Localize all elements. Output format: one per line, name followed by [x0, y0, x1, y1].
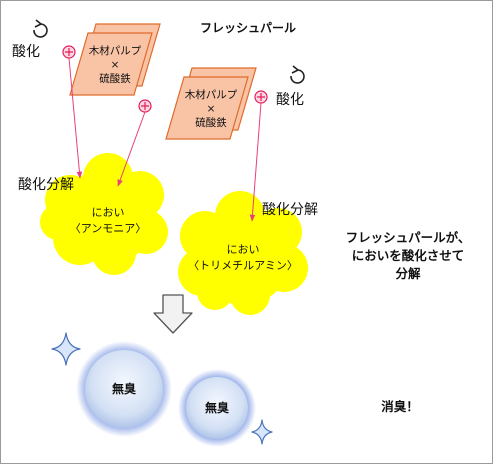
odor-cloud-ammonia — [40, 153, 168, 275]
odorless-orb — [178, 369, 256, 447]
deodorized-label: 消臭！ — [381, 399, 419, 414]
card-line-material: 木材パルプ — [88, 45, 142, 57]
decomposition-label: 酸化分解 — [262, 202, 318, 218]
odorless-label: 無臭 — [111, 382, 136, 396]
oxidation-label: 酸化 — [12, 44, 40, 60]
card-line-material: 木材パルプ — [184, 89, 238, 101]
plus-icon — [138, 99, 152, 113]
odorless-label: 無臭 — [204, 401, 229, 415]
odor-substance: 〈トリメチルアミン〉 — [188, 258, 298, 272]
explanation-line: においを酸化させて — [351, 248, 465, 264]
pulp-card-stack — [69, 23, 161, 96]
odor-word: におい — [91, 206, 125, 219]
odor-label-trimethylamine: におい 〈トリメチルアミン〉 — [183, 242, 303, 274]
card-line-times: × — [206, 103, 216, 116]
decomposition-label: 酸化分解 — [18, 177, 74, 193]
plus-icon — [254, 90, 268, 104]
oxidation-label: 酸化 — [276, 92, 304, 108]
refresh-icon — [290, 65, 305, 84]
explanation-line: フレッシュパールが、 — [345, 230, 471, 245]
odor-label-ammonia: におい 〈アンモニア〉 — [58, 205, 158, 237]
card-line-iron-sulfate: 硫酸鉄 — [99, 73, 131, 86]
explanation-text: フレッシュパールが、 においを酸化させて 分解 — [338, 229, 478, 283]
plus-icon — [62, 45, 76, 59]
oxidation-arrows — [68, 57, 262, 222]
card-line-iron-sulfate: 硫酸鉄 — [195, 117, 227, 130]
sparkle-icon — [251, 419, 273, 445]
down-arrow-icon — [153, 294, 193, 334]
pulp-card-label: 木材パルプ × 硫酸鉄 — [80, 44, 150, 87]
pulp-card-label: 木材パルプ × 硫酸鉄 — [176, 88, 246, 131]
odorless-orb — [76, 341, 172, 437]
card-line-times: × — [110, 59, 120, 72]
product-title: フレッシュパール — [200, 21, 297, 35]
explanation-line: 分解 — [395, 266, 421, 282]
odor-word: におい — [226, 243, 260, 256]
refresh-icon — [33, 19, 48, 38]
sparkle-icon — [51, 332, 81, 366]
odor-substance: 〈アンモニア〉 — [69, 221, 147, 235]
pulp-card-stack — [165, 67, 257, 140]
odor-cloud-trimethylamine — [178, 191, 308, 315]
